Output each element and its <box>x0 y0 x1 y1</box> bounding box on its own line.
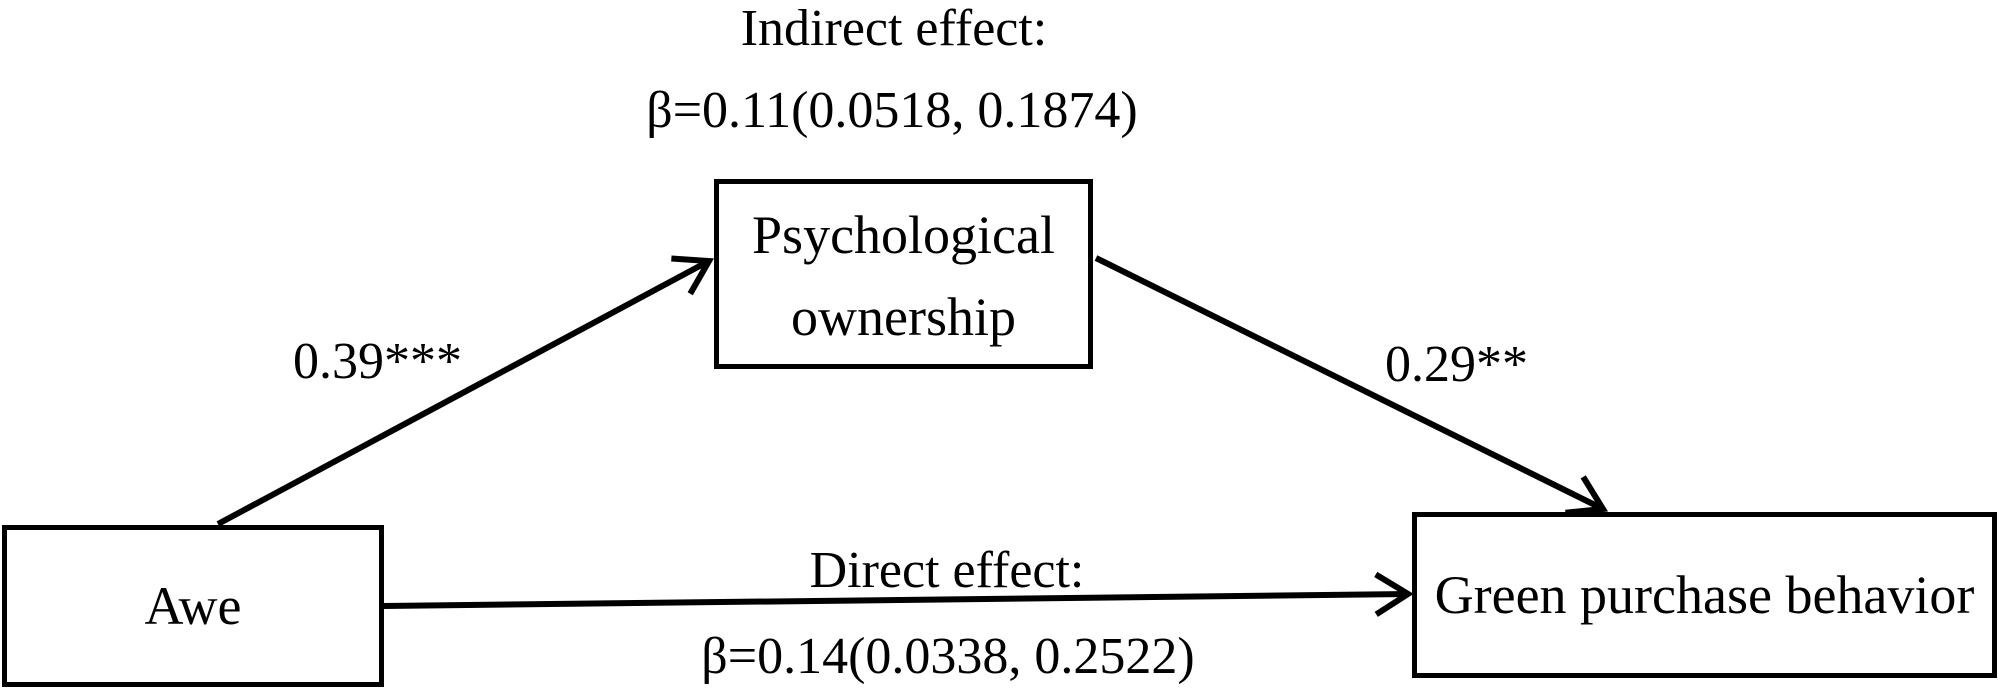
path-b-arrow <box>1094 255 1609 516</box>
node-green-purchase-behavior: Green purchase behavior <box>1412 512 1997 678</box>
path-a-coefficient: 0.39*** <box>293 333 462 390</box>
node-awe: Awe <box>2 525 384 687</box>
path-a-arrow <box>216 255 714 527</box>
mediator-label-line2: ownership <box>791 287 1016 347</box>
indirect-effect-value: β=0.11(0.0518, 0.1874) <box>646 82 1138 139</box>
mediator-label-line1: Psychological <box>752 205 1055 265</box>
direct-path-arrow <box>383 571 1414 617</box>
indirect-effect-title: Indirect effect: <box>740 0 1048 57</box>
path-b-coefficient: 0.29** <box>1385 336 1528 393</box>
node-psychological-ownership: Psychological ownership <box>714 179 1093 369</box>
node-outcome-label: Green purchase behavior <box>1434 564 1975 625</box>
direct-effect-value: β=0.14(0.0338, 0.2522) <box>701 628 1195 685</box>
node-awe-label: Awe <box>144 575 242 636</box>
direct-effect-title: Direct effect: <box>809 542 1085 599</box>
